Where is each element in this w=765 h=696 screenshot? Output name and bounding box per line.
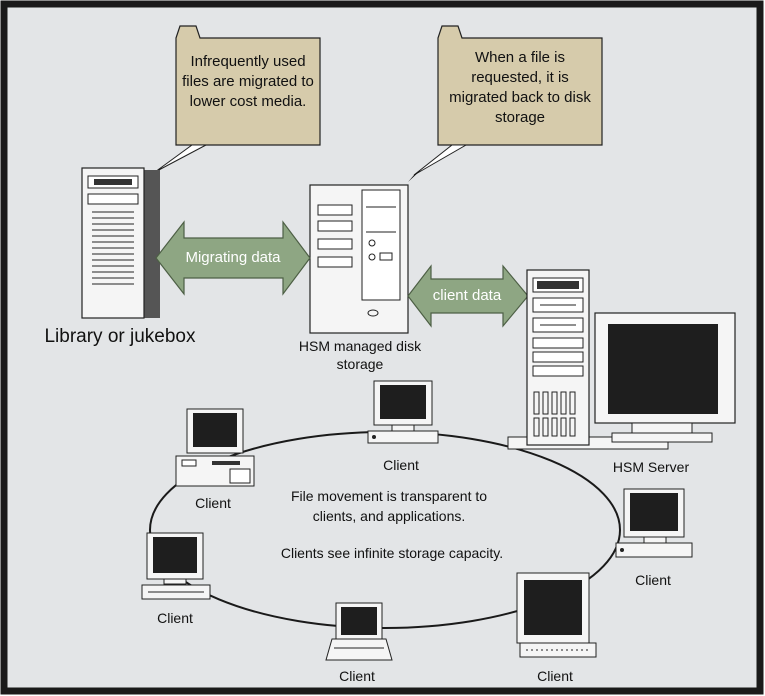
- client-label: Client: [339, 668, 375, 684]
- transparency-note: File movement is transparent to clients,…: [290, 488, 488, 524]
- library-jukebox-label: Library or jukebox: [44, 326, 196, 347]
- client-lower-right-icon: [516, 572, 597, 658]
- hsm-server-monitor-icon: [594, 312, 736, 443]
- client-label: Client: [195, 495, 231, 511]
- hsm-disk-storage-icon: [309, 184, 409, 334]
- callout-migrate-back-text: When a file is requested, it is migrated…: [449, 49, 591, 126]
- client-laptop-icon: [325, 602, 393, 661]
- client-label: Client: [157, 610, 193, 626]
- client-left-icon: [141, 532, 211, 600]
- migrating-data-arrow: [155, 220, 311, 296]
- client-label: Client: [537, 668, 573, 684]
- client-right-icon: [615, 488, 693, 558]
- client-label: Client: [635, 572, 671, 588]
- client-data-label: client data: [432, 287, 502, 304]
- client-upper-left-icon: [175, 408, 255, 487]
- migrating-data-label: Migrating data: [185, 249, 281, 266]
- client-top-icon: [367, 380, 439, 444]
- library-jukebox-icon: [81, 167, 160, 319]
- client-label: Client: [383, 457, 419, 473]
- capacity-note: Clients see infinite storage capacity.: [280, 545, 504, 561]
- hsm-storage-label: HSM managed disk storage: [298, 338, 422, 372]
- callout-migrate-back: [408, 25, 603, 182]
- hsm-server-label: HSM Server: [612, 459, 690, 475]
- callout-migrate-down-text: Infrequently used files are migrated to …: [182, 53, 314, 110]
